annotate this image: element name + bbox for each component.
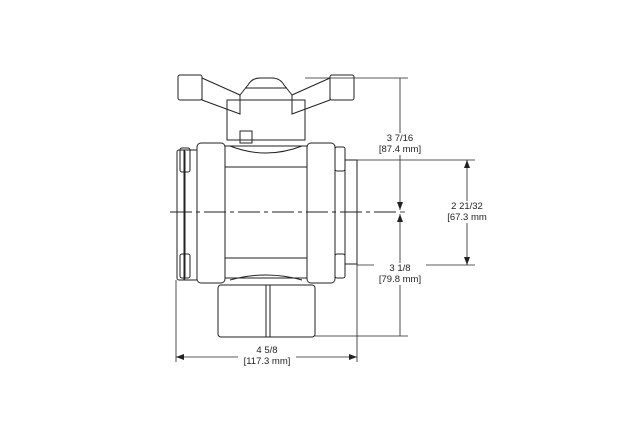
dimension-fraction: 4 5/8 [256,345,278,356]
dimension-metric: [67.3 mm [447,212,487,223]
valve-body [176,142,358,338]
dimension-metric: [87.4 mm] [378,144,422,155]
dimension-metric: [117.3 mm] [243,356,291,367]
dimension-fraction: 3 1/8 [389,263,411,274]
dimension-bottom-height: 3 1/8 [79.8 mm] [374,263,426,285]
dimension-overall-length: 4 5/8 [117.3 mm] [238,345,296,367]
valve-handle [177,74,355,144]
dimension-lines [175,77,475,362]
dimension-handle-height: 3 7/16 [87.4 mm] [372,133,428,155]
dimension-fraction: 3 7/16 [386,133,414,144]
dimension-end-height: 2 21/32 [67.3 mm [440,201,494,223]
dimension-metric: [79.8 mm] [378,274,422,285]
dimension-fraction: 2 21/32 [451,201,483,212]
